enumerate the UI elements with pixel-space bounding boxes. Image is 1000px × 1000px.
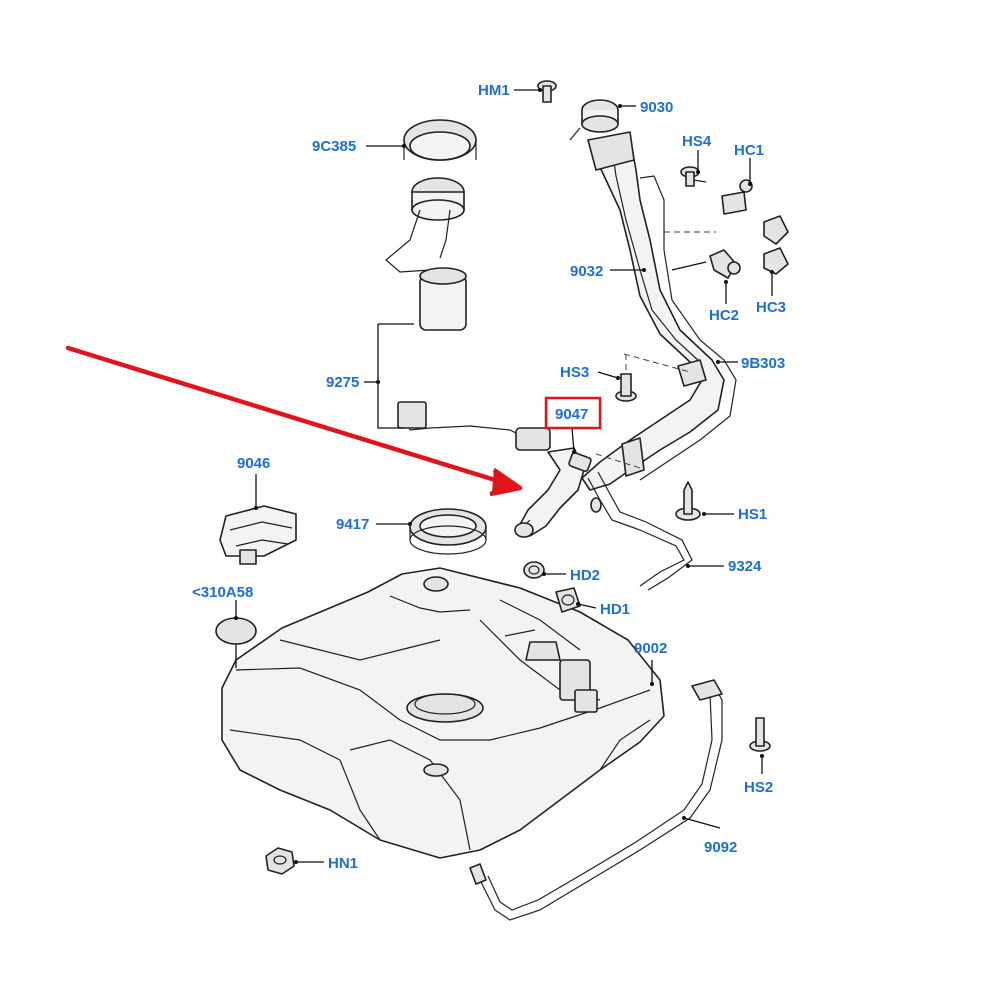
label-hd1: HD1 — [600, 601, 630, 618]
stud-hs2 — [749, 717, 771, 752]
clip-hc3 — [763, 215, 789, 275]
label-9002: 9002 — [634, 640, 667, 657]
label-hc3: HC3 — [756, 299, 786, 316]
label-hc2: HC2 — [709, 307, 739, 324]
clip-hc2 — [709, 249, 741, 279]
clamp-hd2 — [523, 561, 545, 579]
vent-tube-9324 — [587, 471, 693, 591]
highlight-arrow — [65, 345, 523, 497]
label-9c385: 9C385 — [312, 138, 356, 155]
label-9324: 9324 — [728, 558, 762, 575]
tank-strap-9092 — [469, 679, 723, 921]
label-hs1: HS1 — [738, 506, 767, 523]
clip-hc1 — [721, 179, 753, 215]
stud-hs3 — [615, 373, 637, 402]
label-310a58: <310A58 — [192, 584, 253, 601]
label-9275: 9275 — [326, 374, 359, 391]
label-9032: 9032 — [570, 263, 603, 280]
bolt-hs4 — [680, 166, 707, 187]
plug-310a58 — [215, 617, 257, 645]
label-hc1: HC1 — [734, 142, 764, 159]
label-hn1: HN1 — [328, 855, 358, 872]
part-labels: HM1 9030 HS4 HC1 9C385 9032 HC2 HC3 HS3 … — [192, 82, 786, 872]
clamp-hd1 — [555, 587, 581, 613]
nut-hn1 — [265, 847, 295, 875]
label-9b303: 9B303 — [741, 355, 785, 372]
label-9030: 9030 — [640, 99, 673, 116]
heat-shield-9046 — [219, 505, 297, 565]
label-9417: 9417 — [336, 516, 369, 533]
label-hs3: HS3 — [560, 364, 589, 381]
label-9047: 9047 — [555, 406, 588, 423]
label-hm1: HM1 — [478, 82, 510, 99]
filler-hose-9047 — [514, 447, 592, 538]
screw-hm1 — [537, 80, 557, 103]
cap-9030 — [569, 99, 619, 141]
filler-pipe-9032 — [581, 131, 737, 491]
stud-hs1 — [675, 481, 701, 521]
label-9092: 9092 — [704, 839, 737, 856]
fuel-pump-9275 — [377, 119, 551, 451]
label-hd2: HD2 — [570, 567, 600, 584]
label-hs2: HS2 — [744, 779, 773, 796]
label-9046: 9046 — [237, 455, 270, 472]
fuel-tank-9002 — [221, 567, 665, 859]
leader-lines — [234, 88, 774, 864]
highlight-box-9047 — [544, 396, 602, 430]
label-hs4: HS4 — [682, 133, 712, 150]
seal-9417 — [409, 508, 487, 555]
